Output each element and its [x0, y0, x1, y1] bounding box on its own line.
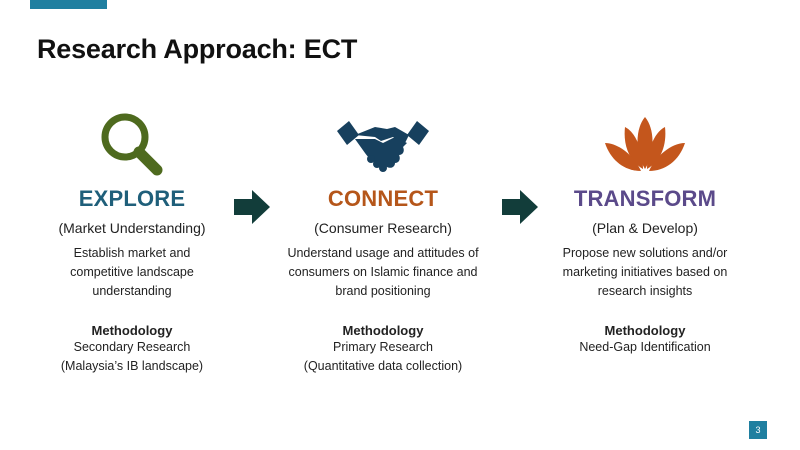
column-subheading: (Plan & Develop) — [592, 220, 698, 236]
methodology-label: Methodology — [342, 323, 424, 338]
methodology-label: Methodology — [91, 323, 173, 338]
magnifier-icon — [17, 110, 247, 178]
column-connect: CONNECT (Consumer Research) Understand u… — [268, 110, 498, 376]
lotus-icon — [530, 110, 760, 178]
methodology-label: Methodology — [604, 323, 686, 338]
slide-title: Research Approach: ECT — [37, 34, 358, 64]
column-heading: EXPLORE — [78, 186, 186, 211]
handshake-icon — [268, 110, 498, 178]
column-description: Propose new solutions and/or marketing i… — [562, 246, 728, 298]
methodology-line: (Malaysia’s IB landscape) — [60, 359, 204, 373]
methodology-line: Secondary Research — [73, 340, 191, 354]
column-heading: TRANSFORM — [573, 186, 717, 211]
methodology-line: (Quantitative data collection) — [303, 359, 463, 373]
column-description: Establish market and competitive landsca… — [70, 246, 194, 298]
column-subheading: (Market Understanding) — [58, 220, 206, 236]
column-subheading: (Consumer Research) — [314, 220, 452, 236]
methodology-line: Primary Research — [332, 340, 434, 354]
column-description: Understand usage and attitudes of consum… — [287, 246, 479, 298]
column-transform: TRANSFORM (Plan & Develop) Propose new s… — [530, 110, 760, 357]
page-number-badge: 3 — [749, 421, 767, 439]
column-explore: EXPLORE (Market Understanding) Establish… — [17, 110, 247, 376]
arrow-right-icon — [234, 190, 270, 229]
methodology-line: Need-Gap Identification — [579, 340, 711, 354]
arrow-right-icon — [502, 190, 538, 229]
column-heading: CONNECT — [327, 186, 439, 211]
top-accent-bar — [30, 0, 107, 9]
